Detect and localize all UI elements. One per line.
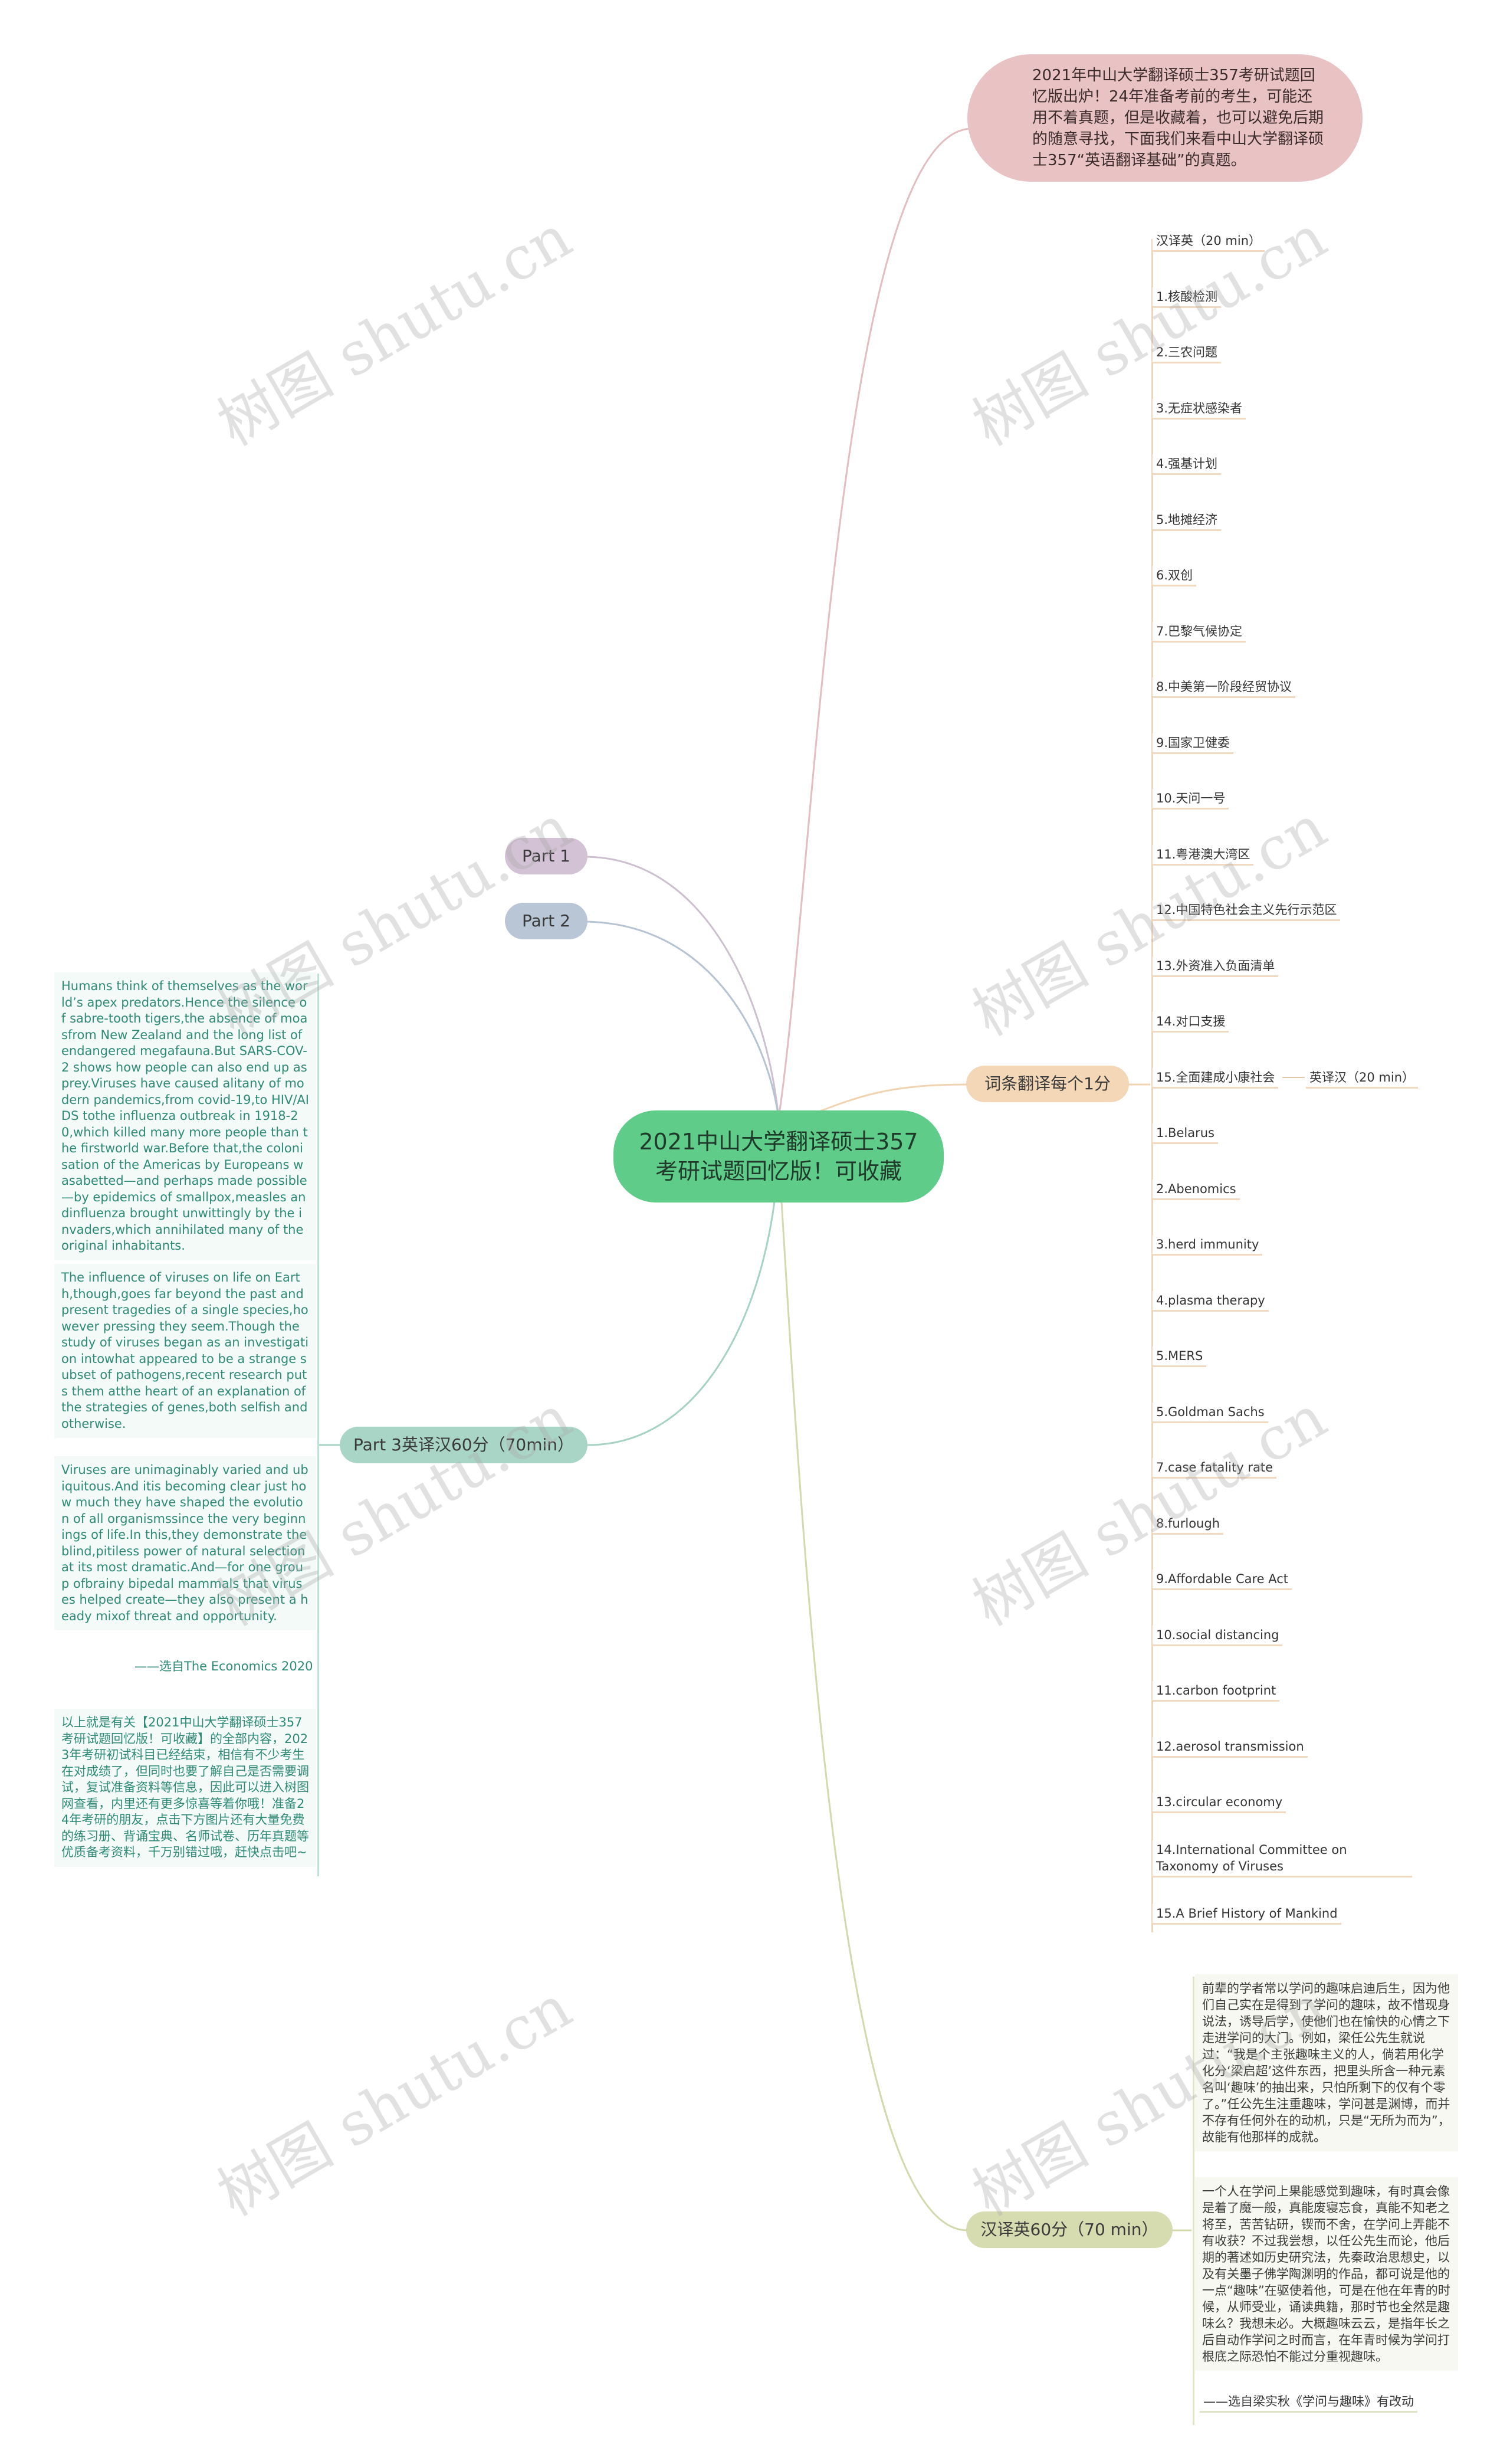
terms-sub-label[interactable]: 英译汉（20 min） (1306, 1068, 1418, 1089)
connector-intro (777, 127, 971, 1119)
term-item[interactable]: 5.地摊经济 (1153, 510, 1222, 531)
term-item[interactable]: 12.aerosol transmission (1153, 1736, 1308, 1758)
connector-part3 (587, 1153, 780, 1446)
central-topic[interactable]: 2021中山大学翻译硕士357考研试题回忆版！可收藏 (613, 1110, 944, 1202)
term-item[interactable]: 15.全面建成小康社会 (1153, 1067, 1279, 1089)
term-item[interactable]: 12.中国特色社会主义先行示范区 (1153, 900, 1341, 921)
c2e-passage-1: 前辈的学者常以学问的趣味启迪后生，因为他们自己实在是得到了学问的趣味，故不惜现身… (1195, 1974, 1458, 2151)
part2-node[interactable]: Part 2 (505, 903, 587, 939)
term-item[interactable]: 11.carbon footprint (1153, 1681, 1280, 1702)
term-item[interactable]: 1.核酸检测 (1153, 287, 1222, 308)
term-item[interactable]: 2.三农问题 (1153, 343, 1222, 363)
c2e-leaf-bracket (1193, 1977, 1194, 2425)
part3-passage-3: Viruses are unimaginably varied and ubiq… (54, 1456, 316, 1630)
term-item[interactable]: 14.对口支援 (1153, 1012, 1229, 1033)
term-item[interactable]: 2.Abenomics (1153, 1179, 1240, 1200)
connector-part1 (582, 856, 780, 1119)
term-item[interactable]: 10.social distancing (1153, 1625, 1283, 1646)
connector-part2 (582, 920, 780, 1119)
term-item[interactable]: 10.天问一号 (1153, 789, 1229, 810)
part3-source: ——选自The Economics 2020 (134, 1659, 313, 1673)
part3-closing: 以上就是有关【2021中山大学翻译硕士357考研试题回忆版！可收藏】的全部内容，… (54, 1709, 316, 1867)
term-item[interactable]: 8.furlough (1153, 1513, 1224, 1535)
term-item[interactable]: 13.外资准入负面清单 (1153, 956, 1279, 977)
term-item[interactable]: 4.plasma therapy (1153, 1290, 1269, 1312)
part3-passage-2: The influence of viruses on life on Eart… (54, 1264, 316, 1438)
part3-node[interactable]: Part 3英译汉60分（70min） (340, 1427, 587, 1463)
term-item[interactable]: 7.case fatality rate (1153, 1458, 1277, 1479)
part3-leaf-bracket (317, 974, 319, 1876)
terms-leaf-bracket (1151, 239, 1153, 1932)
terms-node[interactable]: 词条翻译每个1分 (966, 1066, 1129, 1102)
connector-c2e (777, 1153, 968, 2232)
term-item[interactable]: 3.无症状感染者 (1153, 398, 1246, 420)
term-item[interactable]: 7.巴黎气候协定 (1153, 621, 1246, 643)
intro-bubble[interactable]: 2021年中山大学翻译硕士357考研试题回忆版出炉！24年准备考前的考生，可能还… (967, 54, 1363, 182)
term-item[interactable]: 13.circular economy (1153, 1793, 1286, 1813)
term-item[interactable]: 汉译英（20 min） (1153, 231, 1265, 252)
c2e-source: ——选自梁实秋《学问与趣味》有改动 (1200, 2392, 1417, 2413)
term-item[interactable]: 14.International Committee on Taxonomy o… (1153, 1840, 1412, 1878)
term-item[interactable]: 1.Belarus (1153, 1123, 1218, 1144)
term-item[interactable]: 15.A Brief History of Mankind (1153, 1904, 1341, 1925)
term-item[interactable]: 5.Goldman Sachs (1153, 1402, 1268, 1423)
part1-node[interactable]: Part 1 (505, 838, 587, 874)
c2e-node[interactable]: 汉译英60分（70 min） (966, 2211, 1173, 2248)
term-item[interactable]: 4.强基计划 (1153, 454, 1222, 475)
c2e-passage-2: 一个人在学问上果能感觉到趣味，有时真会像是着了魔一般，真能废寝忘食，真能不知老之… (1195, 2177, 1458, 2371)
term-item[interactable]: 6.双创 (1153, 566, 1197, 586)
part3-passage-1: Humans think of themselves as the world’… (54, 972, 316, 1260)
term-item[interactable]: 3.herd immunity (1153, 1235, 1263, 1256)
term-item[interactable]: 9.国家卫健委 (1153, 733, 1234, 754)
term-item[interactable]: 11.粤港澳大湾区 (1153, 844, 1254, 866)
term-item[interactable]: 8.中美第一阶段经贸协议 (1153, 677, 1296, 698)
term-item[interactable]: 9.Affordable Care Act (1153, 1570, 1292, 1590)
term-item[interactable]: 5.MERS (1153, 1346, 1207, 1367)
